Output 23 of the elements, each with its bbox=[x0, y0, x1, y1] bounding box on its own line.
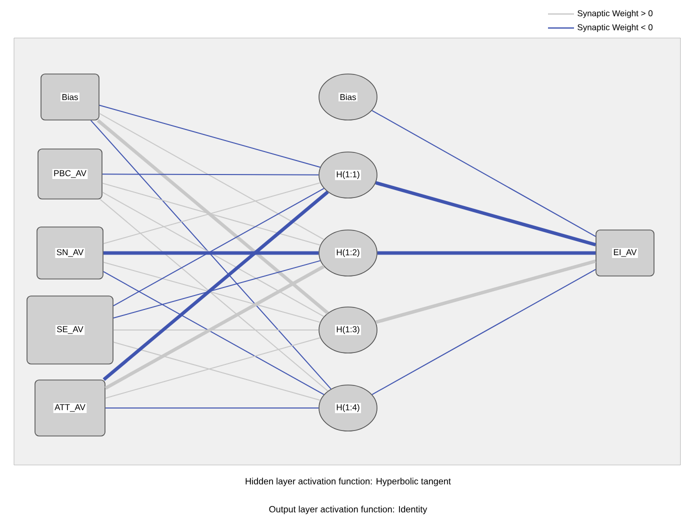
connection-line bbox=[372, 268, 596, 396]
caption-text: Output layer activation function: Identity bbox=[269, 506, 428, 514]
input-box: Bias bbox=[40, 74, 100, 120]
connection-line bbox=[372, 110, 596, 237]
legend-text: Synaptic Weight > 0 bbox=[578, 10, 653, 18]
input-box: SE_AV bbox=[26, 296, 114, 364]
connection-line bbox=[90, 120, 332, 390]
input-box: PBC_AV bbox=[38, 148, 102, 200]
input-box: ATT_AV bbox=[34, 380, 106, 436]
connection-line bbox=[375, 181, 596, 246]
connection-line bbox=[98, 113, 324, 240]
connection-line bbox=[112, 188, 324, 306]
connection-line bbox=[375, 260, 596, 324]
connection-line bbox=[102, 174, 320, 176]
connection-line bbox=[96, 119, 329, 314]
output-box: EI_AV bbox=[596, 230, 654, 276]
input-box: SN_AV bbox=[36, 226, 104, 280]
connection-line bbox=[98, 104, 321, 168]
connection-line bbox=[377, 251, 596, 255]
legend-text: Synaptic Weight < 0 bbox=[578, 24, 653, 32]
connection-line bbox=[102, 192, 324, 317]
connection-line bbox=[103, 251, 319, 255]
caption-text: Hidden layer activation function: Hyperbolic tangent bbox=[246, 478, 451, 486]
